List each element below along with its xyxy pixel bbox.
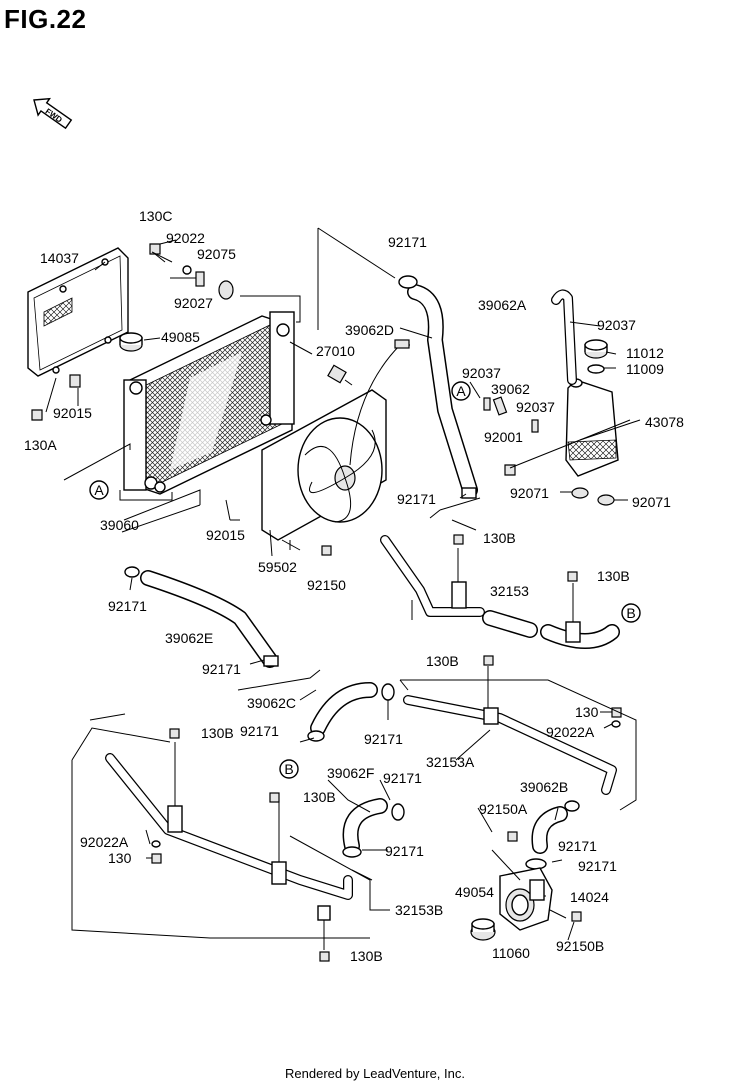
label-92022a: 92022A — [546, 724, 595, 740]
radiator-screen-part — [27, 247, 129, 377]
figure-title: FIG.22 — [4, 4, 87, 34]
leader-lines — [45, 227, 641, 941]
label-39062d: 39062D — [345, 322, 394, 338]
label-92171-b: 92171 — [397, 491, 436, 507]
label-49085: 49085 — [161, 329, 200, 345]
label-92171-f: 92171 — [364, 731, 403, 747]
label-130b-b: 130B — [597, 568, 630, 584]
bolt-130c-part — [149, 243, 173, 263]
part-labels: 130C 92022 92075 92027 14037 49085 92015… — [24, 208, 684, 964]
label-92171-e: 92171 — [240, 723, 279, 739]
label-92015-mid: 92015 — [206, 527, 245, 543]
thermostat-part — [470, 918, 496, 941]
clip-92015-part — [69, 374, 81, 388]
radiator-part — [123, 311, 295, 495]
label-92037-a: 92037 — [597, 317, 636, 333]
radiator-cap-part — [119, 332, 143, 352]
label-92001: 92001 — [484, 429, 523, 445]
callout-b-right-text: B — [626, 605, 635, 621]
label-92022a-b: 92022A — [80, 834, 129, 850]
label-27010: 27010 — [316, 343, 355, 359]
label-92037-c: 92037 — [516, 399, 555, 415]
thermostat-housing-part — [491, 849, 567, 931]
label-130b-d: 130B — [201, 725, 234, 741]
label-130b-f: 130B — [350, 948, 383, 964]
forward-arrow-icon: FWD — [33, 97, 73, 130]
label-92075: 92075 — [197, 246, 236, 262]
label-92027: 92027 — [174, 295, 213, 311]
pipe-32153-part — [380, 535, 620, 649]
pipe-32153a-part — [403, 666, 621, 795]
washer-part — [182, 265, 192, 275]
grommet-part — [218, 280, 234, 300]
bolt-130a-part — [31, 409, 43, 421]
label-92171-d: 92171 — [202, 661, 241, 677]
label-92022: 92022 — [166, 230, 205, 246]
label-39062f: 39062F — [327, 765, 374, 781]
label-92150b: 92150B — [556, 938, 604, 954]
label-92071-b: 92071 — [632, 494, 671, 510]
label-39062e: 39062E — [165, 630, 213, 646]
label-49054: 49054 — [455, 884, 494, 900]
label-92071-a: 92071 — [510, 485, 549, 501]
callout-a-lower-text: A — [94, 482, 104, 498]
callout-a-upper-text: A — [456, 383, 466, 399]
label-14024: 14024 — [570, 889, 609, 905]
callout-b-lower: B — [279, 759, 299, 779]
hose-39062e-part — [124, 566, 279, 668]
label-39062: 39062 — [491, 381, 530, 397]
label-39060: 39060 — [100, 517, 139, 533]
label-130: 130 — [575, 704, 599, 720]
label-32153a: 32153A — [426, 754, 475, 770]
callout-a-lower: A — [89, 480, 109, 500]
label-39062c: 39062C — [247, 695, 296, 711]
label-92150: 92150 — [307, 577, 346, 593]
label-92171-g: 92171 — [383, 770, 422, 786]
label-92171-i: 92171 — [385, 843, 424, 859]
tank-cap-part — [584, 339, 608, 374]
label-130b-c: 130B — [426, 653, 459, 669]
footer-credit: Rendered by LeadVenture, Inc. — [285, 1066, 465, 1081]
label-92171-j: 92171 — [578, 858, 617, 874]
label-92171-a: 92171 — [388, 234, 427, 250]
label-11009: 11009 — [626, 361, 664, 377]
callout-a-upper: A — [451, 381, 471, 401]
bolt-icons — [151, 534, 622, 962]
label-39062b: 39062B — [520, 779, 568, 795]
label-92171-c: 92171 — [108, 598, 147, 614]
collar-part — [195, 271, 205, 287]
label-43078: 43078 — [645, 414, 684, 430]
fan-assembly-part — [261, 339, 410, 551]
hose-39062b-part — [525, 800, 580, 870]
callout-b-lower-text: B — [284, 761, 293, 777]
pipe-32153b-part — [105, 742, 353, 950]
label-130a: 130A — [24, 437, 57, 453]
hose-39062f-part — [342, 798, 405, 858]
label-14037: 14037 — [40, 250, 79, 266]
label-92037-b: 92037 — [462, 365, 501, 381]
label-11012: 11012 — [626, 345, 664, 361]
label-92150a: 92150A — [479, 801, 528, 817]
label-39062a: 39062A — [478, 297, 527, 313]
label-92015-top: 92015 — [53, 405, 92, 421]
label-32153b: 32153B — [395, 902, 443, 918]
hose-39062d-part — [398, 275, 478, 499]
label-130-b: 130 — [108, 850, 132, 866]
label-32153: 32153 — [490, 583, 529, 599]
label-59502: 59502 — [258, 559, 297, 575]
label-11060: 11060 — [492, 945, 530, 961]
hose-39062c-part — [307, 682, 395, 742]
label-130b-e: 130B — [303, 789, 336, 805]
reserve-tank-part — [551, 289, 619, 506]
callout-b-right: B — [621, 603, 641, 623]
label-130c: 130C — [139, 208, 172, 224]
label-92171-h: 92171 — [558, 838, 597, 854]
label-130b-a: 130B — [483, 530, 516, 546]
fan-switch-part — [327, 364, 353, 386]
